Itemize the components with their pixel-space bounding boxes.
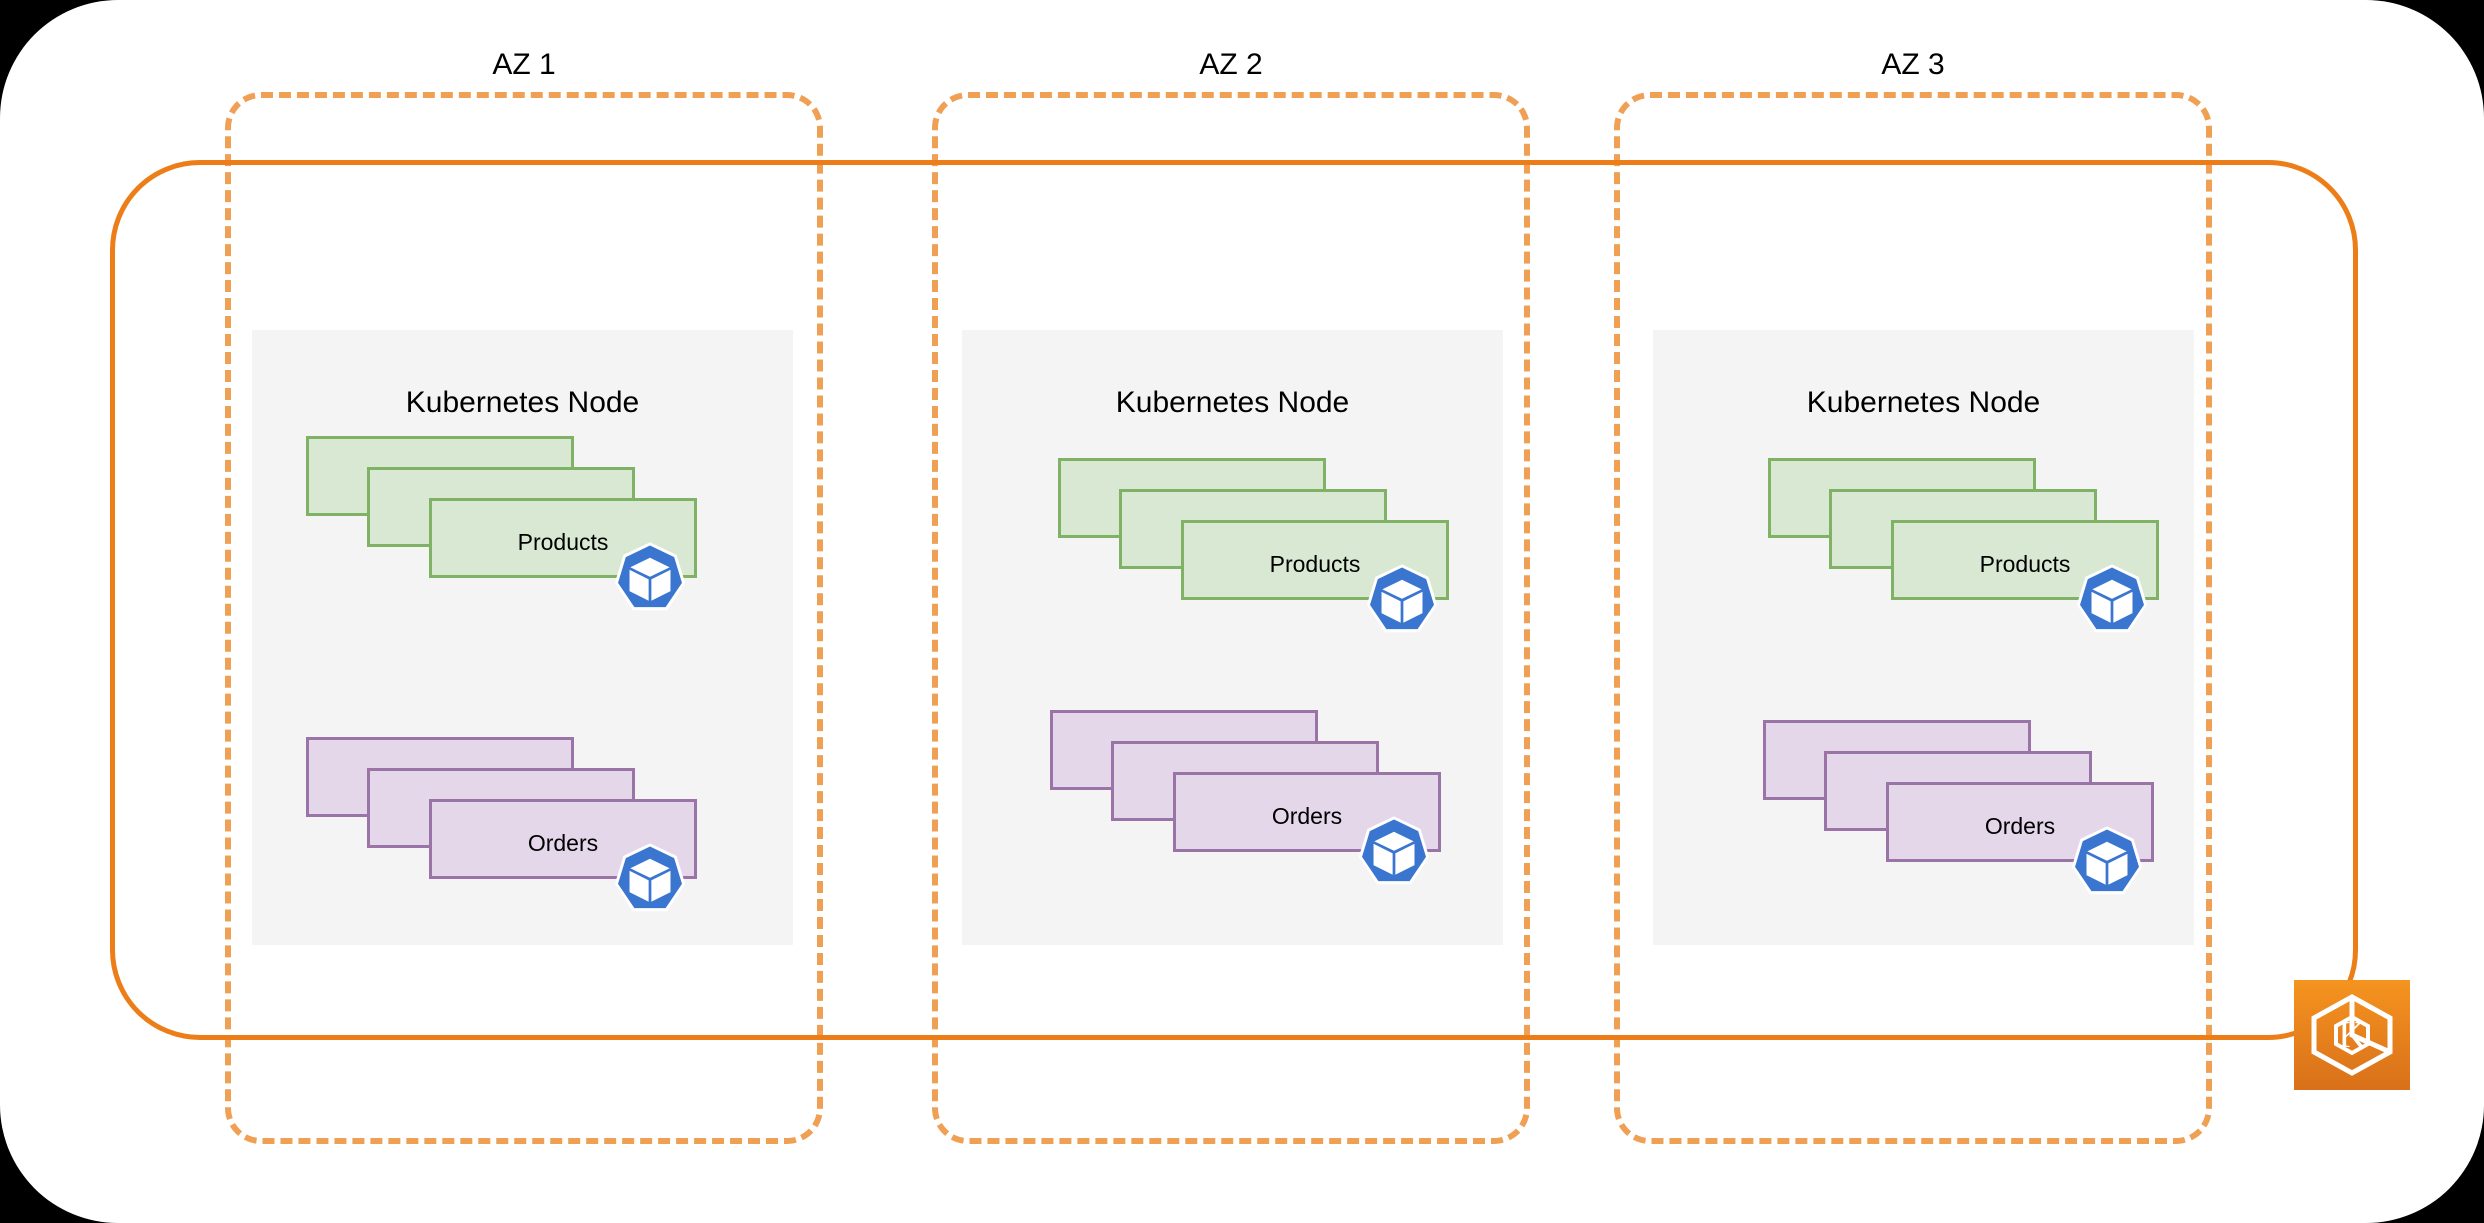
eks-cluster-boundary [110,160,2358,1040]
workload-stack-orders-az-3: Orders [1763,720,2154,895]
pod-label-orders-az-1: Orders [527,830,599,856]
workload-stack-products-az-2: Products [1058,458,1449,633]
aws-eks-logo: K [2294,980,2410,1090]
svg-text:K: K [2338,1014,2366,1056]
kubernetes-icon [611,841,689,919]
kubernetes-icon [1355,814,1433,892]
pod-label-products-az-3: Products [1979,551,2071,577]
az-label-az-2: AZ 2 [1199,48,1263,81]
node-title-az-2: Kubernetes Node [1115,386,1350,419]
az-boundary-az-3 [1614,92,2212,1144]
kubernetes-icon [611,540,689,618]
workload-stack-orders-az-2: Orders [1050,710,1441,885]
node-title-az-1: Kubernetes Node [405,386,640,419]
kubernetes-icon [2068,824,2146,902]
pod-label-orders-az-3: Orders [1984,813,2056,839]
pod-label-products-az-2: Products [1269,551,1361,577]
workload-stack-products-az-3: Products [1768,458,2159,633]
pod-card-primary: Products [1891,520,2159,600]
pod-label-orders-az-2: Orders [1271,803,1343,829]
az-label-az-1: AZ 1 [492,48,556,81]
pod-label-products-az-1: Products [517,529,609,555]
az-label-az-3: AZ 3 [1881,48,1945,81]
pod-card-primary: Orders [1886,782,2154,862]
az-boundary-az-1 [225,92,823,1144]
kubernetes-icon [2073,562,2151,640]
workload-stack-orders-az-1: Orders [306,737,697,912]
kubernetes-icon [1363,562,1441,640]
workload-stack-products-az-1: Products [306,436,697,611]
az-boundary-az-2 [932,92,1530,1144]
node-title-az-3: Kubernetes Node [1806,386,2041,419]
